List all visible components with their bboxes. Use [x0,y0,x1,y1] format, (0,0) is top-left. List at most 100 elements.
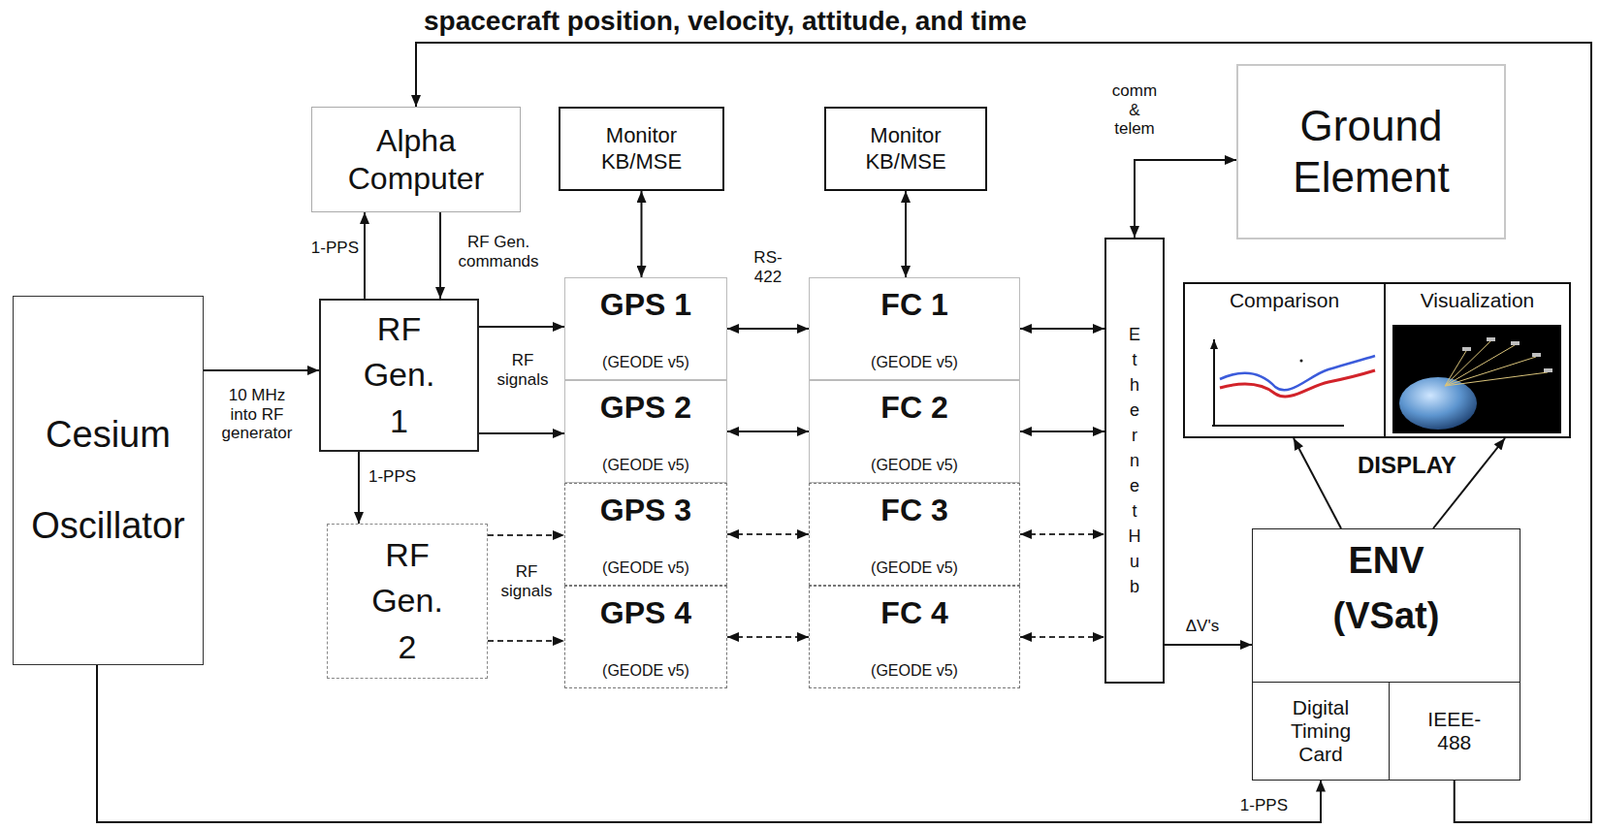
track [1444,372,1548,386]
connector [904,191,907,278]
process-box: GPS 2 (GEODE v5) [564,380,728,483]
edge-label: spacecraft position, velocity, attitude,… [423,5,1027,37]
connector [363,212,366,299]
connector [1020,430,1105,433]
connector [96,665,1321,823]
box-subtitle: (GEODE v5) [602,456,690,475]
box-subtitle: (GEODE v5) [870,456,959,475]
box-title: FC 3 [880,493,948,528]
box-title: GPS 2 [600,390,692,425]
box-title: RF Gen. 2 [362,532,452,672]
track [1444,356,1536,386]
box-title: RF Gen. 1 [354,306,445,446]
connector [439,212,442,299]
satellite [1543,368,1553,373]
box-title: FC 4 [880,596,948,631]
connector [487,640,565,642]
process-box: Cesium Oscillator [12,295,204,666]
box-title: Ground Element [1245,100,1498,204]
box-subtitle: (GEODE v5) [602,559,690,577]
globe [1399,377,1477,430]
process-box: Ethernet Hub [1104,237,1165,684]
box-subtitle: (GEODE v5) [870,353,959,372]
sub-box: Digital Timing Card [1251,681,1391,781]
edge-label: RS-422 [743,248,793,287]
connector [203,369,320,372]
box-title: Cesium Oscillator [20,389,197,571]
box-title: Alpha Computer [319,122,513,197]
edge-label: ΔV's [1173,616,1232,637]
satellite [1462,347,1472,352]
process-box: Alpha Computer [311,106,521,213]
connector [727,327,809,330]
connector [487,534,565,537]
box-title: GPS 1 [600,288,692,322]
process-box: FC 4 (GEODE v5) [808,585,1021,689]
edge-label: 1-PPS [1219,796,1288,816]
connector [357,451,360,524]
box-title: Monitor KB/MSE [583,123,701,175]
process-box: GPS 4 (GEODE v5) [564,585,728,689]
chart-line [1219,370,1376,397]
satellite [1510,341,1520,346]
connector [416,42,1592,823]
visualization-image [1392,324,1562,434]
satellite [1486,337,1496,342]
process-box: Monitor KB/MSE [558,106,725,192]
box-subtitle: (GEODE v5) [602,662,690,680]
box-title: FC 1 [880,288,948,322]
connector [479,325,565,328]
box-subtitle: (GEODE v5) [870,662,959,680]
satellites [1462,337,1553,373]
comparison-panel: Comparison [1183,282,1386,439]
chart-line [1219,355,1376,390]
edge-label: comm & telem [1108,81,1161,139]
box-title: ENV (VSat) [1304,533,1470,644]
connector [479,432,565,435]
connector [1293,438,1342,529]
signal-label: RF signals [492,562,561,601]
edge-label: RF Gen. commands [448,232,549,271]
connector [1164,643,1252,646]
process-box: Monitor KB/MSE [824,106,988,192]
process-box: FC 3 (GEODE v5) [808,482,1021,586]
connector [1134,160,1237,238]
edge-label: 1-PPS [368,467,427,487]
box-title: GPS 4 [600,596,692,631]
chart-axis [1213,339,1216,427]
box-subtitle: (GEODE v5) [870,559,959,577]
process-box: FC 1 (GEODE v5) [808,277,1021,381]
box-title: Monitor KB/MSE [847,123,964,175]
box-title: Visualization [1420,288,1536,313]
connector [727,430,809,433]
box-title: Digital Timing Card [1276,696,1366,767]
connector [1020,636,1105,639]
box-title: Ethernet Hub [1128,321,1142,600]
edge-label: 10 MHz into RF generator [215,385,299,444]
process-box: GPS 3 (GEODE v5) [564,482,728,586]
signal-label: RF signals [487,351,558,389]
track [1444,345,1515,386]
satellite-tracks [1444,341,1548,386]
box-title: Comparison [1229,288,1340,313]
chart-dot [1300,359,1304,363]
connector [1020,533,1105,536]
process-box: FC 2 (GEODE v5) [808,380,1021,483]
edge-label: 1-PPS [290,238,359,258]
connector [727,636,809,639]
process-box: GPS 1 (GEODE v5) [564,277,728,381]
process-box: Ground Element [1236,64,1506,240]
box-title: FC 2 [880,390,948,425]
display-label: DISPLAY [1357,451,1457,480]
box-subtitle: (GEODE v5) [602,353,690,372]
process-box: ENV (VSat) Digital Timing Card IEEE-488 [1251,528,1521,781]
connector [1433,438,1505,529]
connector [1020,327,1105,330]
chart-axis [1212,424,1344,427]
process-box: RF Gen. 2 [326,523,488,679]
process-box: RF Gen. 1 [319,298,480,452]
visualization-panel: Visualization [1383,282,1571,439]
box-title: IEEE-488 [1419,707,1490,755]
box-title: GPS 3 [600,493,692,528]
